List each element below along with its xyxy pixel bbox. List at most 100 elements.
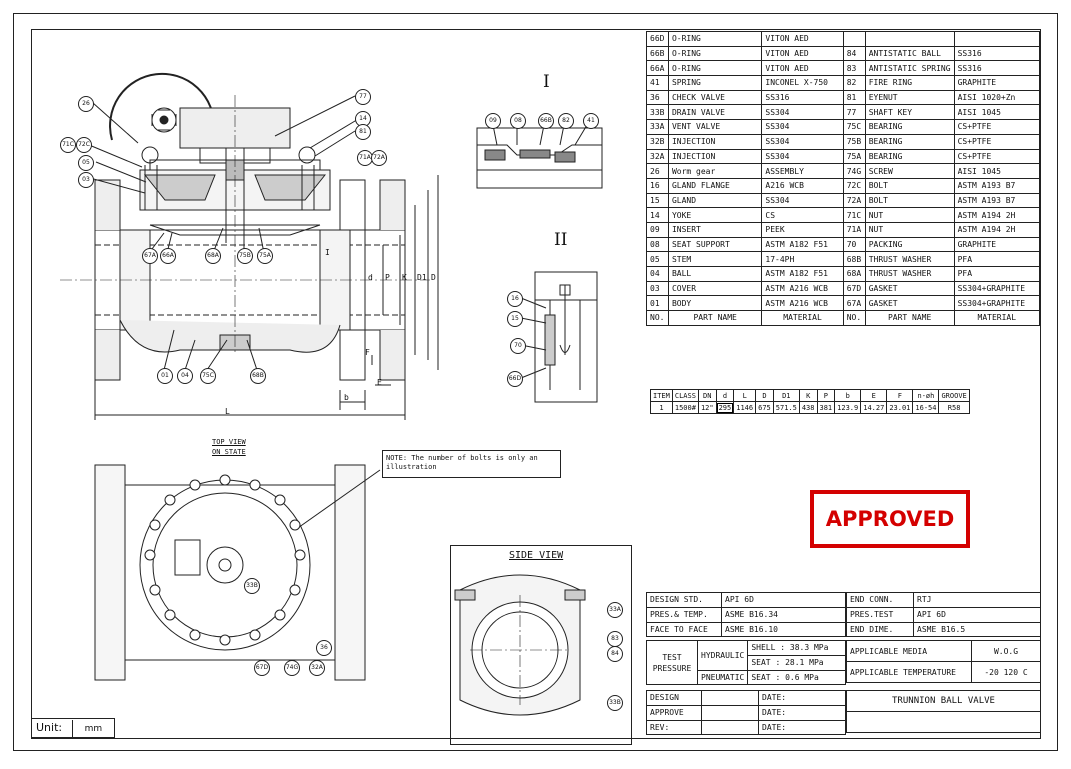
dims-header-cell: P — [816, 389, 836, 402]
dims-header-cell: ITEM — [650, 389, 673, 402]
balloon-detail_II: 15 — [507, 311, 523, 327]
parts-cell-mat: ASTM A182 F51 — [761, 266, 844, 282]
dim-label-D1: D1 — [417, 273, 427, 282]
dims-value-cell: 14.27 — [860, 401, 888, 414]
parts-cell-name2: GASKET — [864, 280, 955, 297]
parts-cell-no: 66D — [646, 31, 669, 47]
design-std-label: DESIGN STD. — [646, 592, 722, 608]
section-I-label: I — [543, 72, 550, 92]
parts-cell-mat2: ASTM A193 B7 — [953, 177, 1041, 194]
face-label: FACE TO FACE — [646, 621, 722, 638]
balloon-main: 68A — [205, 248, 221, 264]
dim-label-F: F — [365, 348, 370, 357]
seat-pneumatic-pressure: SEAT : 0.6 MPa — [747, 669, 846, 686]
parts-cell-name2: BOLT — [864, 192, 955, 209]
dims-header-cell: DN — [697, 389, 717, 402]
parts-cell-mat2: SS304+GRAPHITE — [953, 295, 1041, 312]
parts-cell-no2: 71A — [842, 221, 866, 238]
parts-cell-name2: BEARING — [864, 133, 955, 150]
dims-value-cell: 675 — [755, 401, 774, 414]
parts-cell-name: SPRING — [667, 75, 763, 91]
parts-cell-mat: SS304 — [761, 133, 844, 150]
drawing-frame — [13, 13, 1058, 751]
balloon-side: 33A — [607, 602, 623, 618]
balloon-main: 75A — [257, 248, 273, 264]
parts-cell-name: DRAIN VALVE — [667, 104, 763, 121]
balloon-main: 81 — [355, 124, 371, 140]
parts-cell-mat: VITON AED — [761, 45, 844, 62]
test-pressure-table: TEST PRESSURE HYDRAULIC SHELL : 38.3 MPa… — [646, 639, 846, 686]
parts-cell-mat2: CS+PTFE — [953, 119, 1041, 135]
balloon-detail_I: 09 — [485, 113, 501, 129]
parts-cell-no2: 67A — [842, 295, 866, 312]
dims-value-cell: 23.01 — [886, 401, 914, 414]
end-dime-value: ASME B16.5 — [913, 621, 1041, 638]
parts-cell-mat2: AISI 1020+Zn — [953, 89, 1041, 106]
parts-cell-no: 01 — [646, 295, 669, 312]
parts-cell-no2: 68B — [842, 251, 866, 267]
parts-cell-name2: GASKET — [864, 295, 955, 312]
parts-cell-no: 66B — [646, 45, 669, 62]
parts-cell-no: 15 — [646, 192, 669, 209]
pres-temp-label: PRES.& TEMP. — [646, 606, 722, 623]
dims-header-cell: CLASS — [671, 389, 699, 402]
balloon-detail_II: 70 — [510, 338, 526, 354]
parts-cell-mat2: CS+PTFE — [953, 133, 1041, 150]
dim-label-L: L — [225, 407, 230, 416]
dims-value-cell: 123.9 — [834, 401, 862, 414]
parts-cell-name: COVER — [667, 280, 763, 297]
balloon-top: 74G — [284, 660, 300, 676]
parts-cell-no: 26 — [646, 163, 669, 179]
parts-cell-mat: ASSEMBLY — [761, 163, 844, 179]
dims-header-cell: D1 — [772, 389, 800, 402]
balloon-detail_II: 16 — [507, 291, 523, 307]
parts-cell-name2: FIRE RING — [864, 75, 955, 91]
rev-date-label: DATE: — [758, 719, 846, 736]
balloon-main: 75C — [200, 368, 216, 384]
parts-cell-name2: ANTISTATIC SPRING — [864, 60, 955, 77]
parts-cell-no2: 75C — [842, 119, 866, 135]
dims-value-cell: 381 — [816, 401, 836, 414]
parts-cell-name: STEM — [667, 251, 763, 267]
parts-cell-name: Worm gear — [667, 163, 763, 179]
drawing-border — [31, 29, 1041, 739]
parts-cell-no: 03 — [646, 280, 669, 297]
parts-cell-mat: SS304 — [761, 104, 844, 121]
parts-cell-no2: 81 — [842, 89, 866, 106]
balloon-main: 75B — [237, 248, 253, 264]
rev-label: REV: — [646, 719, 702, 736]
balloon-top: 67D — [254, 660, 270, 676]
parts-cell-mat2: AISI 1045 — [953, 104, 1041, 121]
parts-cell-name2: NUT — [864, 221, 955, 238]
temperature-value: -20 120 C — [971, 661, 1041, 683]
parts-cell-name2: SCREW — [864, 163, 955, 179]
parts-cell-name: GLAND — [667, 192, 763, 209]
parts-cell-name: BODY — [667, 295, 763, 312]
parts-cell-name2: THRUST WASHER — [864, 251, 955, 267]
parts-cell-name: INJECTION — [667, 133, 763, 150]
parts-cell-no: 32B — [646, 133, 669, 150]
parts-header-no: NO. — [646, 310, 669, 326]
shell-pressure: SHELL : 38.3 MPa — [747, 640, 846, 656]
dims-header-cell: D — [755, 389, 774, 402]
parts-cell-name2: SHAFT KEY — [864, 104, 955, 121]
parts-cell-no: 66A — [646, 60, 669, 77]
temperature-label: APPLICABLE TEMPERATURE — [846, 661, 972, 683]
parts-cell-mat: INCONEL X-750 — [761, 75, 844, 91]
parts-cell-mat2: ASTM A193 B7 — [953, 192, 1041, 209]
dim-label-K: K — [402, 273, 407, 282]
bolt-note: NOTE: The number of bolts is only an ill… — [382, 450, 561, 478]
parts-cell-mat2: ASTM A194 2H — [953, 207, 1041, 223]
dims-header-cell: n-øh — [912, 389, 940, 402]
